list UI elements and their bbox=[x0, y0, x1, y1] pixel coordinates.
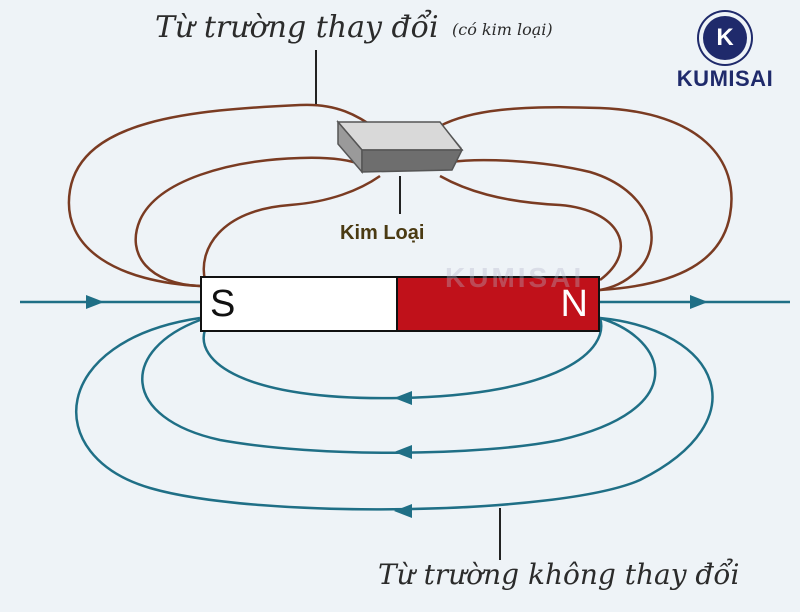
field-arrow-outer bbox=[394, 504, 412, 518]
brand-name: KUMISAI bbox=[676, 66, 774, 91]
changed-field-note: (có kim loại) bbox=[452, 20, 553, 39]
distorted-field-line-middle bbox=[134, 156, 653, 292]
magnet-south-pole: S bbox=[200, 276, 398, 332]
unchanged-field-title: Từ trường không thay đổi bbox=[378, 558, 740, 591]
field-line-outer bbox=[74, 316, 714, 511]
axis-arrow-left bbox=[86, 295, 104, 309]
watermark: KUMISAI bbox=[445, 262, 585, 293]
south-pole-label: S bbox=[210, 282, 236, 325]
metal-piece bbox=[336, 119, 464, 175]
field-arrow-inner bbox=[394, 391, 412, 405]
field-line-middle bbox=[141, 316, 657, 455]
metal-label: Kim Loại bbox=[340, 222, 425, 244]
distorted-field-line-inner bbox=[202, 174, 622, 281]
distorted-field-line-outer bbox=[67, 103, 733, 292]
changed-field-title: Từ trường thay đổi bbox=[155, 10, 439, 45]
magnet-north-pole: N bbox=[398, 276, 600, 332]
brand-logo: K KUMISAI bbox=[670, 16, 780, 92]
field-arrow-middle bbox=[394, 445, 412, 459]
axis-arrow-right bbox=[690, 295, 708, 309]
brand-badge-icon: K bbox=[703, 16, 747, 60]
north-pole-label: N bbox=[560, 282, 588, 325]
